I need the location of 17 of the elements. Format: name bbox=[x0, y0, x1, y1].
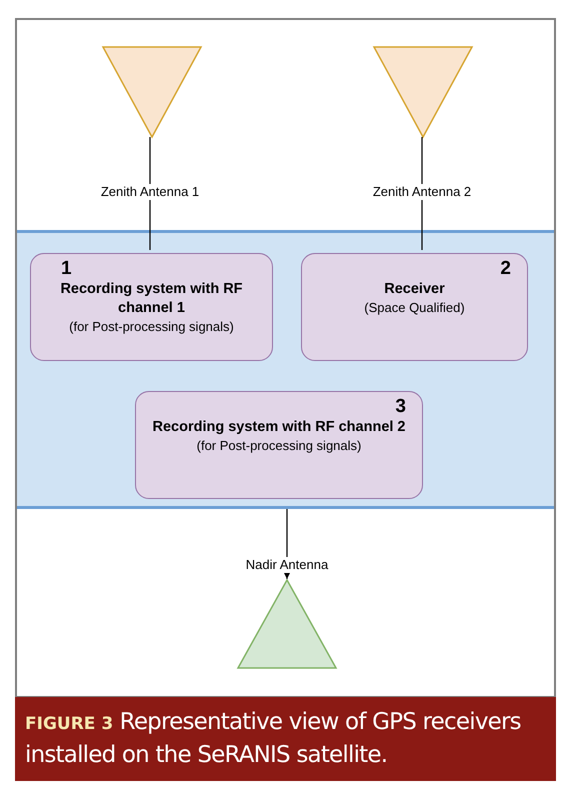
box-title: Recording system with RF channel 2 bbox=[152, 418, 406, 437]
box-title: Receiver bbox=[383, 280, 446, 299]
box-subtitle: (for Post-processing signals) bbox=[68, 318, 235, 336]
process-box bbox=[135, 391, 423, 499]
box-number: 1 bbox=[60, 258, 73, 280]
edge-label: Zenith Antenna 1 bbox=[98, 184, 202, 200]
box-subtitle: (Space Qualified) bbox=[363, 299, 466, 317]
figure-caption: FIGURE 3 Representative view of GPS receivers installed on the SeRANIS satellite. bbox=[15, 697, 556, 781]
process-box bbox=[30, 253, 273, 361]
box-number: 2 bbox=[499, 258, 512, 280]
box-subtitle: (for Post-processing signals) bbox=[196, 437, 362, 455]
box-number: 3 bbox=[394, 396, 407, 418]
edge-label: Zenith Antenna 2 bbox=[370, 184, 474, 200]
edge-label: Nadir Antenna bbox=[244, 557, 330, 573]
box-title: Recording system with RF channel 1 bbox=[59, 280, 244, 318]
process-box bbox=[301, 253, 528, 361]
system-band bbox=[17, 230, 554, 509]
